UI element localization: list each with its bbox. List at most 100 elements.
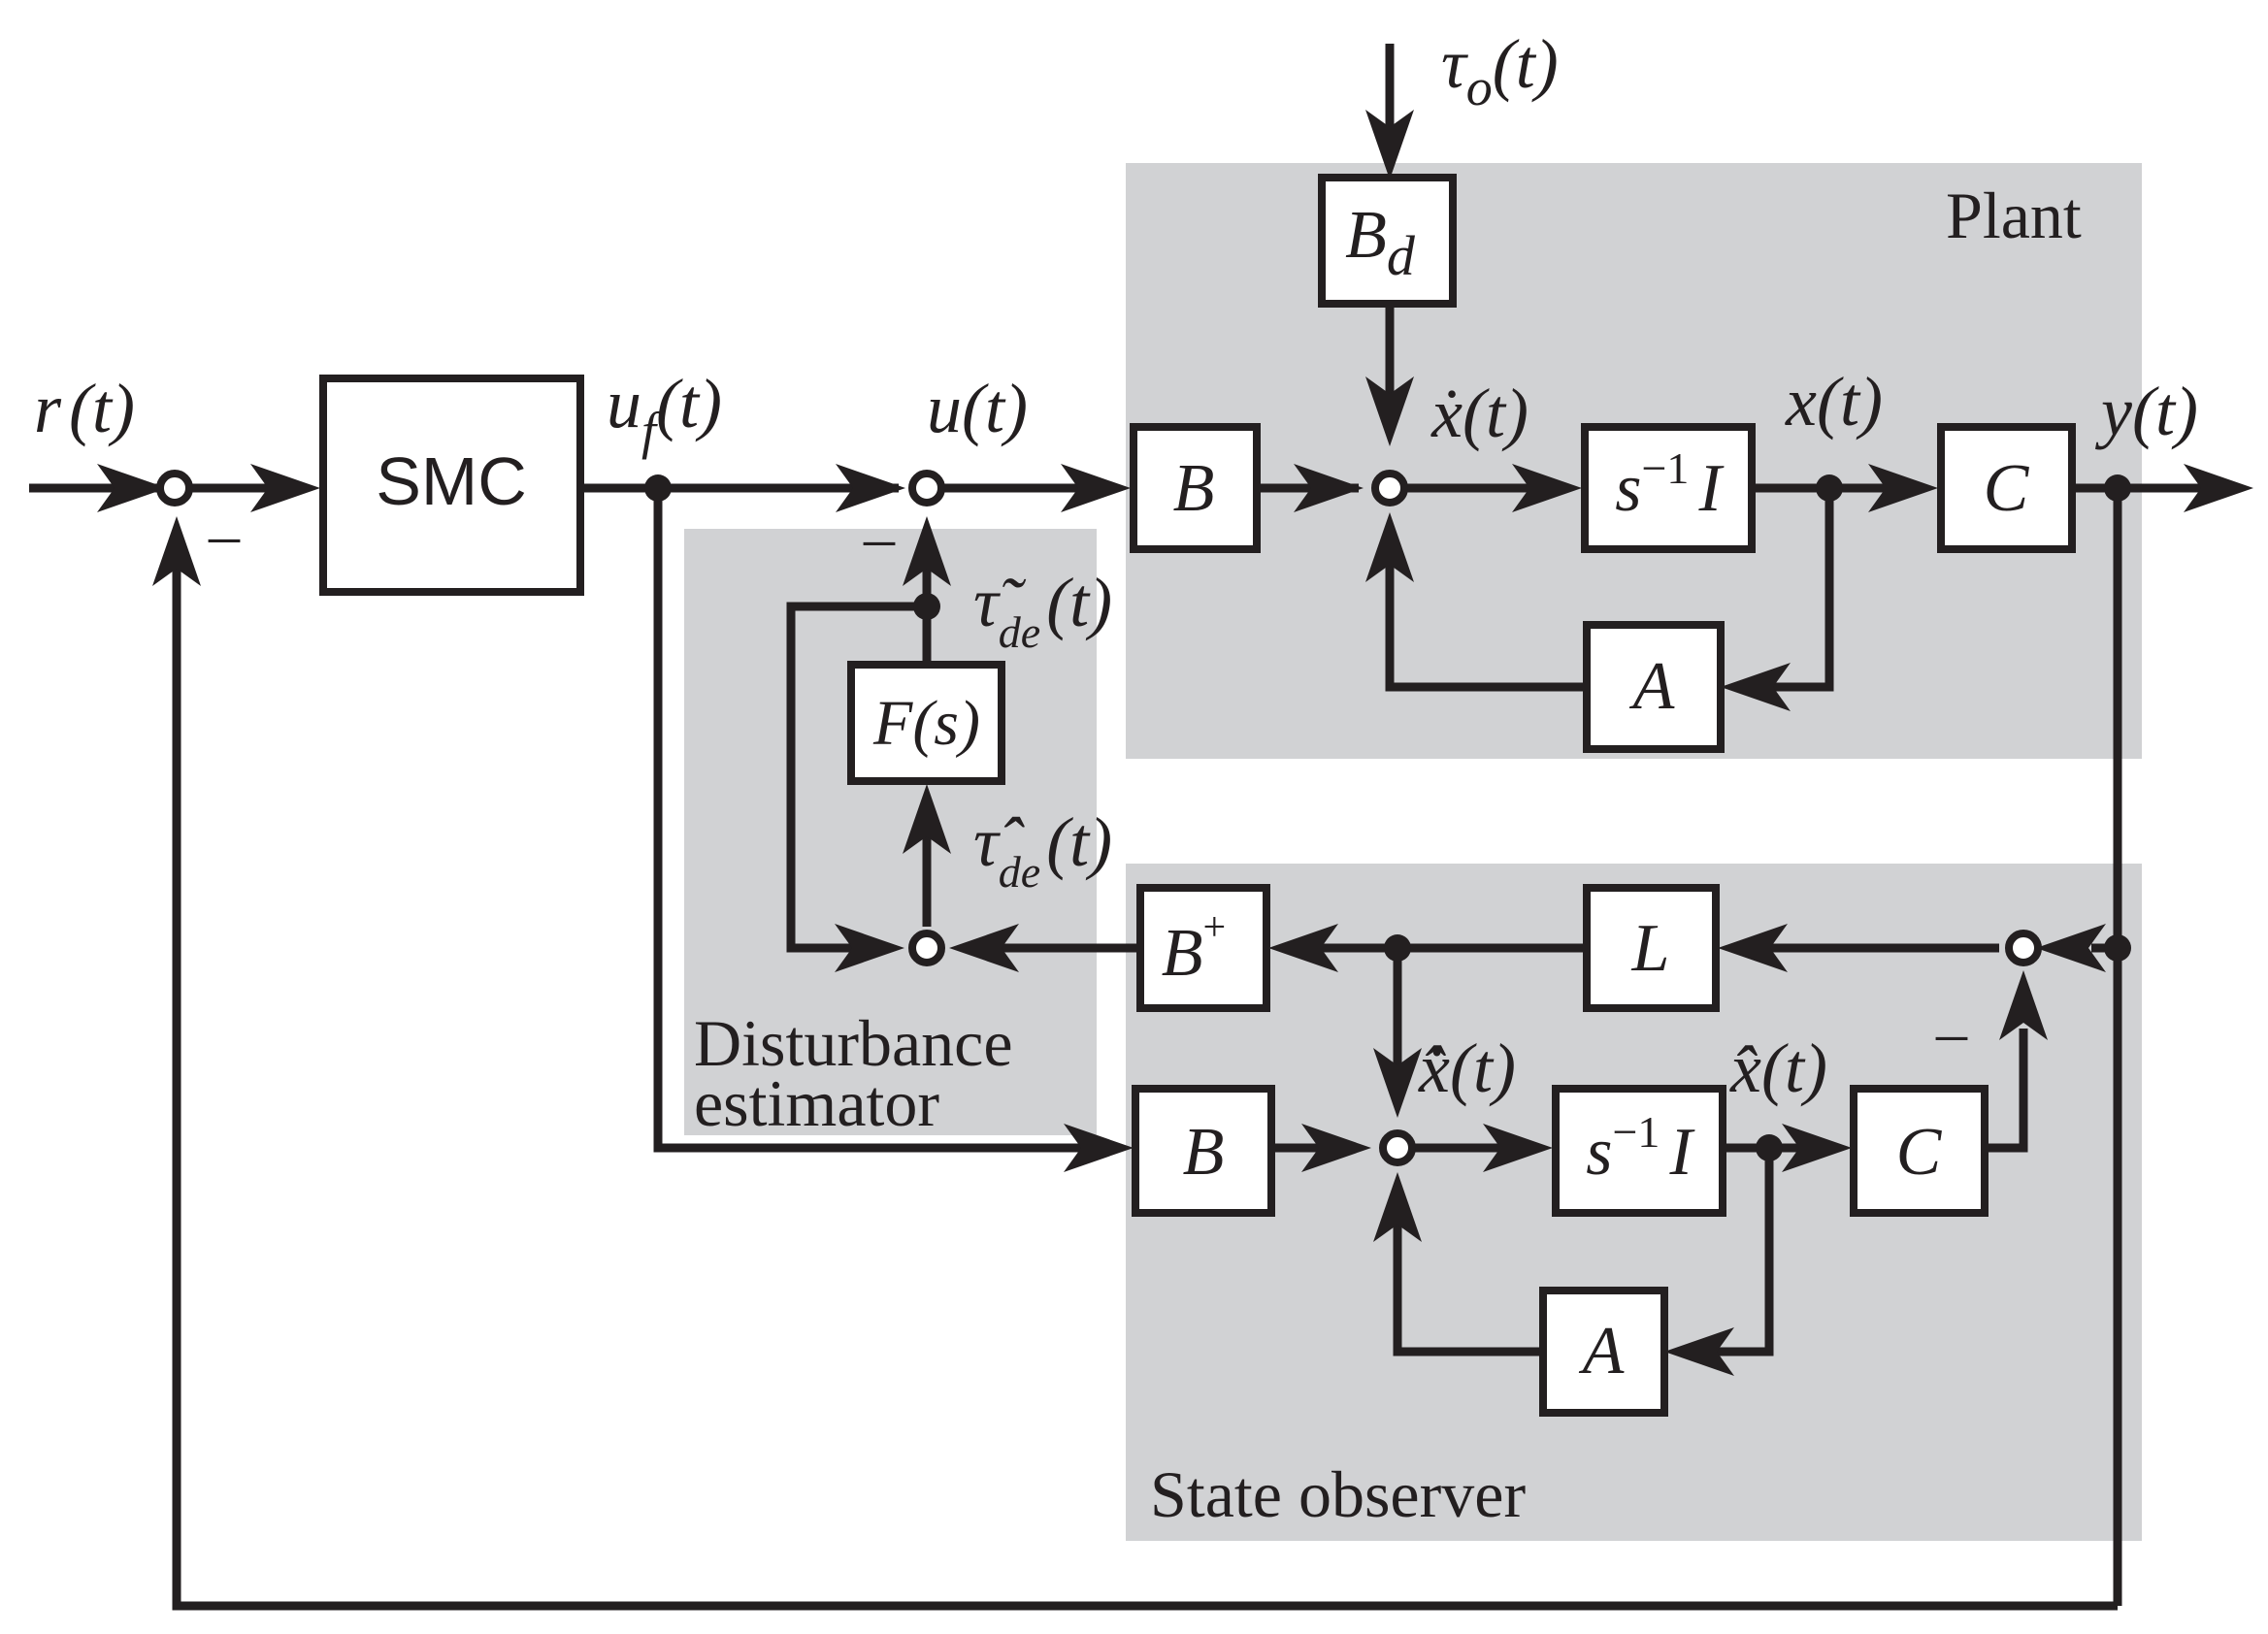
branch-dot-y-observer [2104, 934, 2131, 962]
bd-main: B [1345, 198, 1387, 273]
arrowhead-bplus-in [1268, 924, 1338, 972]
observer-b-block [1132, 1085, 1275, 1217]
summing-junction-reference [156, 470, 193, 507]
signal-x-arg: (t) [1817, 363, 1883, 441]
minus-sign-reference: – [208, 500, 241, 569]
branch-dot-y [2104, 474, 2131, 502]
signal-xhatdot-label: x̂̇(t) [1418, 1029, 1516, 1107]
plant-b-label: B [1173, 451, 1215, 526]
bplus-label: B+ [1162, 905, 1226, 991]
observer-a-block [1539, 1287, 1668, 1417]
arrowhead-sum3-from-a [1365, 512, 1414, 582]
signal-xdot-arg: (t) [1463, 375, 1528, 452]
signal-y: y [2094, 373, 2132, 450]
arrowhead-sum5-from-c [1999, 970, 2048, 1040]
bd-sub: d [1387, 224, 1416, 287]
observer-integrator-I: I [1668, 1115, 1695, 1190]
obs-a-feedback-in-line [1708, 1148, 1774, 1356]
arrowhead-obs-int-in [1483, 1124, 1553, 1172]
signal-u: u [927, 370, 962, 447]
plant-integrator-I: I [1697, 451, 1725, 526]
signal-xdot: ẋ [1430, 375, 1463, 452]
arrowhead-sum2-from-estimator [903, 516, 951, 586]
bd-block [1318, 174, 1457, 308]
minus-sign-observer: – [1935, 997, 1968, 1066]
bplus-block [1136, 884, 1270, 1012]
disturbance-region-label-line2: estimator [694, 1066, 939, 1140]
signal-tau-hat-arg: (t) [1046, 803, 1112, 881]
signal-xhat-label: x̂(t) [1729, 1029, 1827, 1107]
signal-tau-o-arg: (t) [1493, 25, 1559, 103]
bd-label: Bd [1345, 198, 1416, 287]
arrowhead-sum5-from-y [2036, 924, 2106, 972]
signal-uf: u [607, 365, 641, 442]
arrowhead-sum6-from-l [1373, 1048, 1422, 1118]
branch-dot-uf [644, 474, 672, 502]
arrowhead-r-in [97, 464, 167, 512]
observer-b-label: B [1183, 1115, 1225, 1190]
signal-tau-o-label: τo(t) [1441, 25, 1559, 116]
arrowhead-obs-b-in [1064, 1124, 1134, 1172]
signal-uf-arg: (t) [656, 365, 722, 442]
observer-c-label: C [1896, 1115, 1943, 1190]
signal-r: r [34, 370, 62, 447]
signal-tau-hat-sub: de [999, 847, 1040, 897]
signal-y-label: y(t) [2094, 373, 2198, 450]
signal-xdot-label: ẋ(t) [1430, 375, 1528, 452]
arrowhead-l-in [1718, 924, 1788, 972]
signal-x-label: x(t) [1785, 363, 1883, 441]
signal-x: x [1785, 363, 1817, 441]
arrowhead-y-out [2184, 464, 2253, 512]
fs-label: F(s) [872, 688, 980, 759]
arrowhead-sum2-in [836, 464, 905, 512]
arrowhead-obs-a-in [1664, 1327, 1734, 1376]
signal-r-label: r(t) [34, 370, 135, 447]
branch-dot-xhat [1756, 1134, 1783, 1161]
l-gain-block [1583, 884, 1720, 1012]
observer-a-label: A [1579, 1314, 1625, 1389]
summing-junction-plant [1371, 470, 1408, 507]
observer-integrator-s: s [1586, 1115, 1612, 1190]
signal-u-label: u(t) [927, 370, 1028, 447]
plant-b-block [1130, 423, 1261, 553]
observer-integrator-block [1552, 1085, 1726, 1217]
signal-tau-tilde-sub: de [999, 607, 1040, 657]
arrowhead-smc-in [250, 464, 320, 512]
l-gain-label: L [1631, 911, 1670, 986]
bplus-main: B [1162, 916, 1203, 991]
obs-a-feedback-out-line [1393, 1203, 1543, 1356]
arrowhead-fs-in [903, 784, 951, 854]
summing-junction-output-error [2005, 930, 2042, 966]
summing-junction-observer [1379, 1129, 1416, 1166]
plant-c-label: C [1984, 451, 2030, 526]
summing-junction-estimator [908, 930, 945, 966]
signal-xhat: x̂ [1729, 1029, 1761, 1107]
minus-sign-control: – [863, 503, 896, 572]
disturbance-estimator-region [684, 529, 1097, 1135]
signal-tau-o-sub: o [1466, 58, 1493, 116]
plant-integrator-block [1581, 423, 1756, 553]
branch-dot-x [1816, 474, 1843, 502]
arrowhead-b-in [1061, 464, 1131, 512]
arrowhead-sum1-feedback [152, 516, 201, 586]
branch-dot-tau-tilde [913, 593, 940, 620]
signal-u-arg: (t) [962, 370, 1028, 447]
signal-y-arg: (t) [2132, 373, 2198, 450]
arrowhead-sum4-loop-in [835, 924, 904, 972]
bplus-sup: + [1203, 905, 1227, 950]
plant-c-block [1937, 423, 2076, 553]
smc-label: SMC [376, 443, 527, 519]
plant-a-feedback-out-line [1385, 543, 1587, 692]
signal-xhat-arg: (t) [1761, 1029, 1827, 1107]
fs-block [847, 661, 1005, 785]
smc-block [319, 375, 584, 596]
plant-a-label: A [1629, 649, 1675, 724]
signal-xhatdot-arg: (t) [1450, 1029, 1516, 1107]
arrowhead-plant-a-in [1721, 663, 1791, 711]
obs-c-to-sum5-line [1985, 1029, 2028, 1153]
arrowhead-tau-down [1365, 110, 1414, 180]
disturbance-region-label: Disturbance [694, 1006, 1013, 1080]
signal-xhatdot: x̂̇ [1418, 1029, 1450, 1107]
